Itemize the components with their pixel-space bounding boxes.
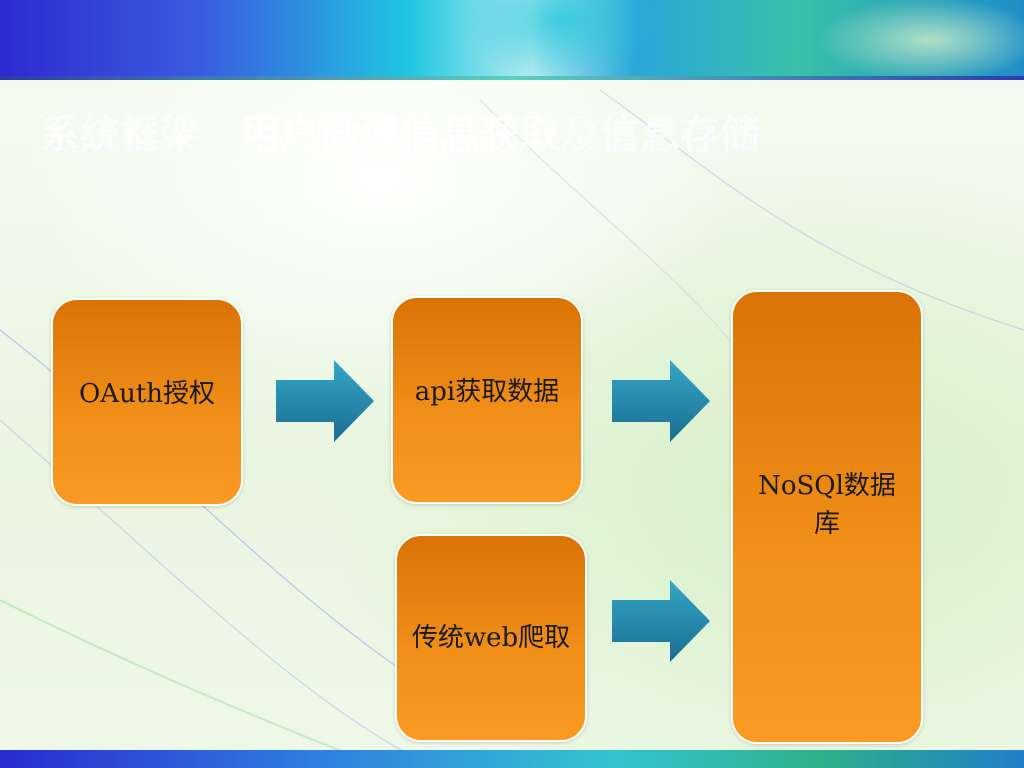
arrow-oauth-to-api	[276, 360, 374, 442]
footer-banner	[0, 750, 1024, 768]
nosql-node-label: NoSQl数据库	[758, 471, 896, 539]
web-crawl-node: 传统web爬取	[395, 534, 587, 742]
web-crawl-node-label: 传统web爬取	[411, 623, 571, 653]
oauth-node-label: OAuth授权	[78, 379, 216, 409]
arrow-api-to-nosql	[612, 360, 710, 442]
slide-title: 系统框架：用户微博信息获取及信息存储	[40, 112, 760, 158]
api-node: api获取数据	[391, 296, 583, 504]
nosql-node: NoSQl数据库	[731, 290, 923, 744]
arrow-web-to-nosql	[612, 580, 710, 662]
api-node-label: api获取数据	[414, 377, 560, 407]
header-banner	[0, 0, 1024, 80]
oauth-node: OAuth授权	[51, 298, 243, 506]
